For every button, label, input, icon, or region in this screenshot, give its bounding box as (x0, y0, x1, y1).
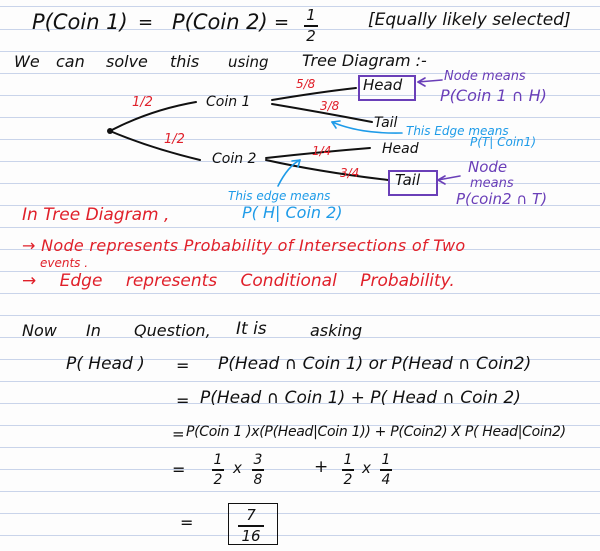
edge-coin1-tail (271, 103, 373, 123)
solution-step2: P(Head ∩ Coin 1) + P( Head ∩ Coin 2) (200, 388, 521, 408)
heading-equals-1: = (138, 12, 154, 33)
solution-question: Question, (134, 321, 211, 340)
node-head-box (358, 75, 416, 101)
times-2: x (362, 459, 371, 477)
arrow-node-head (417, 79, 443, 83)
solution-eq-3: = (172, 425, 185, 443)
edge-root-coin2 (109, 130, 201, 161)
heading-p-coin1: P(Coin 1) (32, 10, 128, 34)
plus-sign: + (314, 457, 329, 477)
prob-root-coin1: 1/2 (132, 95, 153, 110)
heading-half-num: 1 (306, 6, 316, 24)
fraction-2-num: 3 (253, 452, 263, 468)
intro-we: We (14, 52, 40, 71)
node-coin1: Coin 1 (206, 94, 251, 110)
arrow-edge-head-head (291, 159, 301, 168)
fraction-4-den: 4 (381, 471, 391, 488)
heading-equals-2: = (274, 12, 290, 33)
arrow-edge-head (277, 159, 301, 187)
note-edge-head-line1: This edge means (228, 189, 331, 203)
answer-fraction: 7 16 (238, 508, 264, 544)
note-node-tail-line3: P(coin2 ∩ T) (456, 190, 548, 208)
note-node-tail-line1: Node (468, 158, 508, 176)
solution-in: In (86, 321, 101, 340)
arrow-node-tail (437, 175, 461, 181)
fraction-bar (380, 469, 392, 471)
intro-tree-diagram: Tree Diagram :- (302, 51, 427, 70)
fraction-2: 3 8 (252, 453, 264, 487)
fraction-bar (304, 25, 318, 27)
prob-coin2-tail: 3/4 (340, 166, 360, 180)
explanation-line1b: events . (40, 256, 89, 270)
node-coin1-head: Head (363, 76, 403, 94)
fraction-4: 1 4 (380, 453, 392, 487)
solution-eq-1: = (176, 356, 190, 375)
root-node (107, 128, 113, 134)
arrow-edge-tail (331, 121, 403, 134)
prob-root-coin2: 1/2 (164, 132, 185, 147)
solution-asking: asking (310, 321, 363, 340)
note-edge-tail-line1: This Edge means (406, 124, 509, 138)
fraction-bar (212, 469, 224, 471)
prob-coin1-head: 5/8 (296, 77, 316, 91)
explanation-line1: → Node represents Probability of Interse… (22, 236, 466, 255)
intro-this: this (170, 52, 200, 71)
fraction-3-den: 2 (343, 471, 353, 488)
edge-coin2-tail (265, 159, 389, 181)
heading-half-den: 2 (306, 26, 316, 45)
fraction-3: 1 2 (342, 453, 354, 487)
fraction-1: 1 2 (212, 453, 224, 487)
node-coin2-head: Head (382, 141, 419, 157)
heading-note: [Equally likely selected] (368, 10, 571, 30)
note-edge-tail-line2: P(T| Coin1) (470, 135, 537, 149)
solution-lhs: P( Head ) (66, 354, 145, 374)
answer-num: 7 (246, 506, 256, 524)
solution-eq-2: = (176, 391, 190, 410)
note-edge-head-line2: P( H| Coin 2) (242, 203, 343, 222)
prob-coin2-head: 1/4 (312, 144, 332, 158)
heading-p-coin2: P(Coin 2) (172, 10, 268, 34)
fraction-4-num: 1 (381, 452, 391, 468)
solution-it-is: It is (236, 319, 267, 339)
explanation-line2: → Edge represents Conditional Probabilit… (22, 271, 455, 291)
solution-eq-4: = (172, 460, 186, 479)
edge-root-coin1 (109, 101, 197, 132)
note-node-head-line2: P(Coin 1 ∩ H) (440, 86, 547, 105)
explanation-title: In Tree Diagram , (22, 205, 170, 225)
fraction-3-num: 1 (343, 452, 353, 468)
answer-box (228, 503, 278, 545)
edge-coin1-head (271, 87, 357, 101)
edge-coin2-head (265, 147, 371, 159)
solution-step3: P(Coin 1 )x(P(Head|Coin 1)) + P(Coin2) X… (186, 424, 566, 440)
prob-coin1-tail: 3/8 (320, 99, 340, 113)
fraction-1-num: 1 (213, 452, 223, 468)
times-1: x (233, 459, 242, 477)
solution-eq-5: = (180, 513, 194, 532)
intro-can: can (56, 52, 85, 71)
intro-solve: solve (106, 52, 148, 71)
note-node-tail-line2: means (470, 176, 514, 191)
heading-half-fraction: 1 2 (304, 8, 318, 44)
fraction-bar (252, 469, 264, 471)
node-coin2: Coin 2 (212, 151, 257, 167)
arrow-node-tail-head (437, 175, 446, 185)
node-coin2-tail: Tail (395, 171, 421, 189)
fraction-1-den: 2 (213, 471, 223, 488)
solution-step1: P(Head ∩ Coin 1) or P(Head ∩ Coin2) (218, 354, 532, 374)
intro-using: using (228, 53, 269, 71)
solution-now: Now (22, 321, 57, 340)
fraction-bar (342, 469, 354, 471)
node-tail-box (388, 170, 438, 196)
node-coin1-tail: Tail (374, 115, 398, 131)
fraction-bar (238, 525, 264, 527)
fraction-2-den: 8 (253, 471, 263, 488)
arrow-edge-tail-head (331, 120, 341, 129)
answer-den: 16 (241, 526, 261, 545)
note-node-head-line1: Node means (444, 69, 526, 84)
arrow-node-head-head (417, 77, 426, 87)
